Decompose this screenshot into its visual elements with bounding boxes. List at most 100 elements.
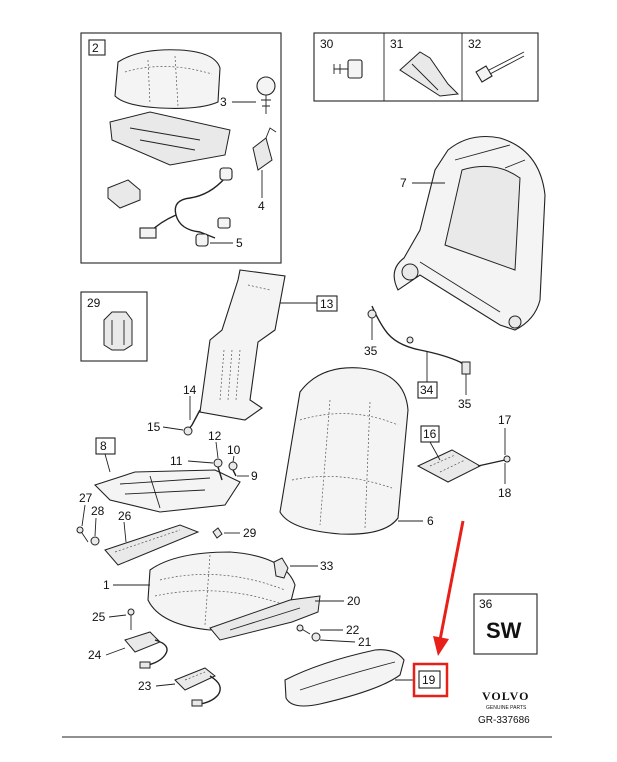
callout-34: 34 xyxy=(420,383,434,397)
callout-1: 1 xyxy=(103,578,110,592)
harness-wire-a xyxy=(174,177,226,239)
plastic-rivet-pin xyxy=(488,51,525,75)
side-cover-19-detail xyxy=(299,661,396,691)
sensor-wires xyxy=(217,466,237,481)
drawing-number: GR-337686 xyxy=(478,715,530,726)
switch-24-wire xyxy=(147,639,168,666)
callout-5: 5 xyxy=(236,236,243,250)
harness-plug-4 xyxy=(217,217,231,229)
callout-15: 15 xyxy=(147,420,161,434)
callout-8: 8 xyxy=(100,439,107,453)
callout-20: 20 xyxy=(347,594,361,608)
heating-pad-shape xyxy=(199,269,286,421)
callout-21: 21 xyxy=(358,635,372,649)
callout-19: 19 xyxy=(422,673,436,687)
callout-36: 36 xyxy=(479,597,493,611)
callout-4: 4 xyxy=(258,199,265,213)
clip-detail xyxy=(111,320,125,345)
callout-16: 16 xyxy=(423,427,437,441)
sw-label: SW xyxy=(486,618,522,643)
seat-pan-detail xyxy=(119,475,211,509)
harness-clip-mid xyxy=(406,336,414,344)
callout-28: 28 xyxy=(91,504,105,518)
clip-29-small xyxy=(212,527,223,539)
switch-23-shape xyxy=(174,667,216,691)
leader-11 xyxy=(187,460,214,464)
callout-11: 11 xyxy=(170,454,183,468)
screw-27-head xyxy=(76,526,84,534)
brand-name: VOLVO xyxy=(482,689,529,703)
leader-15 xyxy=(162,426,184,431)
highlight-arrow-head xyxy=(433,636,449,656)
brand-tagline: GENUINE PARTS xyxy=(486,705,527,711)
harness-plug-3 xyxy=(195,233,209,247)
sensor-mat-wire xyxy=(477,459,506,467)
callout-29a: 29 xyxy=(87,296,101,310)
backrest-frame-hole xyxy=(401,263,419,281)
callout-22: 22 xyxy=(346,623,360,637)
bolt-shank xyxy=(333,64,348,74)
leader-24 xyxy=(105,647,126,656)
backrest-cushion-stitch xyxy=(291,413,399,489)
cushion-pad-stitch xyxy=(124,66,213,75)
clip-33-shape xyxy=(273,557,289,579)
switch-24-shape xyxy=(124,631,161,653)
sensor-10 xyxy=(228,461,238,471)
cushion-pad-shape xyxy=(114,49,221,109)
callout-30: 30 xyxy=(320,37,334,51)
trim-strip-26-shape xyxy=(104,524,200,566)
leader-12 xyxy=(215,441,219,459)
switch-23-wire xyxy=(199,675,221,705)
side-panel-20-detail xyxy=(229,607,301,631)
leader-27 xyxy=(81,504,86,527)
harness-plug-2 xyxy=(139,227,157,239)
cushion-pad-seams xyxy=(147,55,179,107)
callout-29b: 29 xyxy=(243,526,257,540)
leader-10 xyxy=(232,455,235,463)
callout-33: 33 xyxy=(320,559,334,573)
plastic-rivet-head xyxy=(475,65,493,83)
callout-3: 3 xyxy=(220,95,227,109)
seat-cushion-shape xyxy=(147,551,296,631)
sensor-mat-detail xyxy=(429,454,466,473)
backrest-cushion-shape xyxy=(279,367,409,535)
callout-10: 10 xyxy=(227,443,241,457)
callout-35b: 35 xyxy=(458,397,472,411)
callout-27: 27 xyxy=(79,491,93,505)
switch-23-plug xyxy=(191,699,203,707)
highlight-arrow-line xyxy=(438,520,465,641)
clip-shape xyxy=(103,311,133,351)
callout-box-8 xyxy=(95,437,116,455)
side-panel-20-shape xyxy=(209,595,321,641)
connector-clip-tab xyxy=(265,127,277,139)
leader-16 xyxy=(429,441,441,461)
callout-13: 13 xyxy=(320,297,334,311)
washer-21 xyxy=(311,632,321,642)
push-rivet-shank xyxy=(261,95,271,114)
callout-6: 6 xyxy=(427,514,434,528)
callout-7: 7 xyxy=(400,176,407,190)
bracket-fold xyxy=(411,63,439,91)
bracket-shape xyxy=(399,51,460,97)
callout-2: 2 xyxy=(92,41,99,55)
screw-25-head xyxy=(127,608,135,616)
callout-12: 12 xyxy=(208,429,222,443)
bolt-head xyxy=(347,59,363,79)
callout-31: 31 xyxy=(390,37,404,51)
highlight-box-19 xyxy=(412,662,449,698)
callout-14: 14 xyxy=(183,383,197,397)
callout-32: 32 xyxy=(468,37,482,51)
harness-plug-1 xyxy=(219,167,233,181)
sw-box xyxy=(473,593,538,655)
sensor-mat-connector xyxy=(503,455,511,463)
push-rivet-head xyxy=(256,76,276,96)
backrest-frame-window xyxy=(444,165,521,271)
leader-23 xyxy=(155,683,176,687)
heating-pad-connector xyxy=(183,426,193,436)
leader-25 xyxy=(108,614,127,618)
callout-box-34 xyxy=(417,381,438,399)
callout-9: 9 xyxy=(251,469,258,483)
backrest-frame-details xyxy=(419,144,526,313)
callout-24: 24 xyxy=(88,648,102,662)
